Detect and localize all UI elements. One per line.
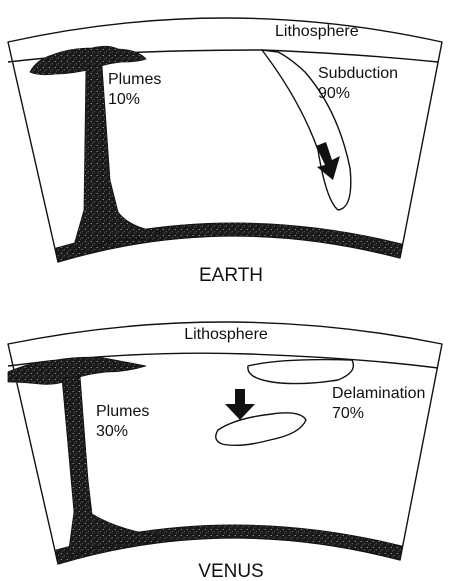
venus-delaminated-block-lower [216, 413, 306, 445]
venus-panel: Lithosphere Plumes 30% Delamination 70% … [8, 322, 442, 581]
venus-title: VENUS [198, 561, 263, 581]
earth-plumes-percent: 10% [108, 91, 140, 108]
venus-delaminated-block-upper [248, 360, 354, 384]
earth-plumes-label: Plumes [108, 71, 161, 88]
venus-delamination-percent: 70% [332, 405, 364, 422]
earth-subduction-percent: 90% [318, 85, 350, 102]
venus-plumes-percent: 30% [96, 423, 128, 440]
venus-sinking-arrow [225, 389, 255, 420]
earth-subduction-label: Subduction [318, 65, 398, 82]
earth-panel: Lithosphere Plumes 10% Subduction 90% EA… [8, 18, 442, 286]
earth-lithosphere-label: Lithosphere [275, 23, 359, 40]
venus-delamination-label: Delamination [332, 385, 425, 402]
venus-lithosphere-label: Lithosphere [184, 326, 268, 343]
venus-plumes-label: Plumes [96, 403, 149, 420]
earth-title: EARTH [199, 265, 263, 286]
